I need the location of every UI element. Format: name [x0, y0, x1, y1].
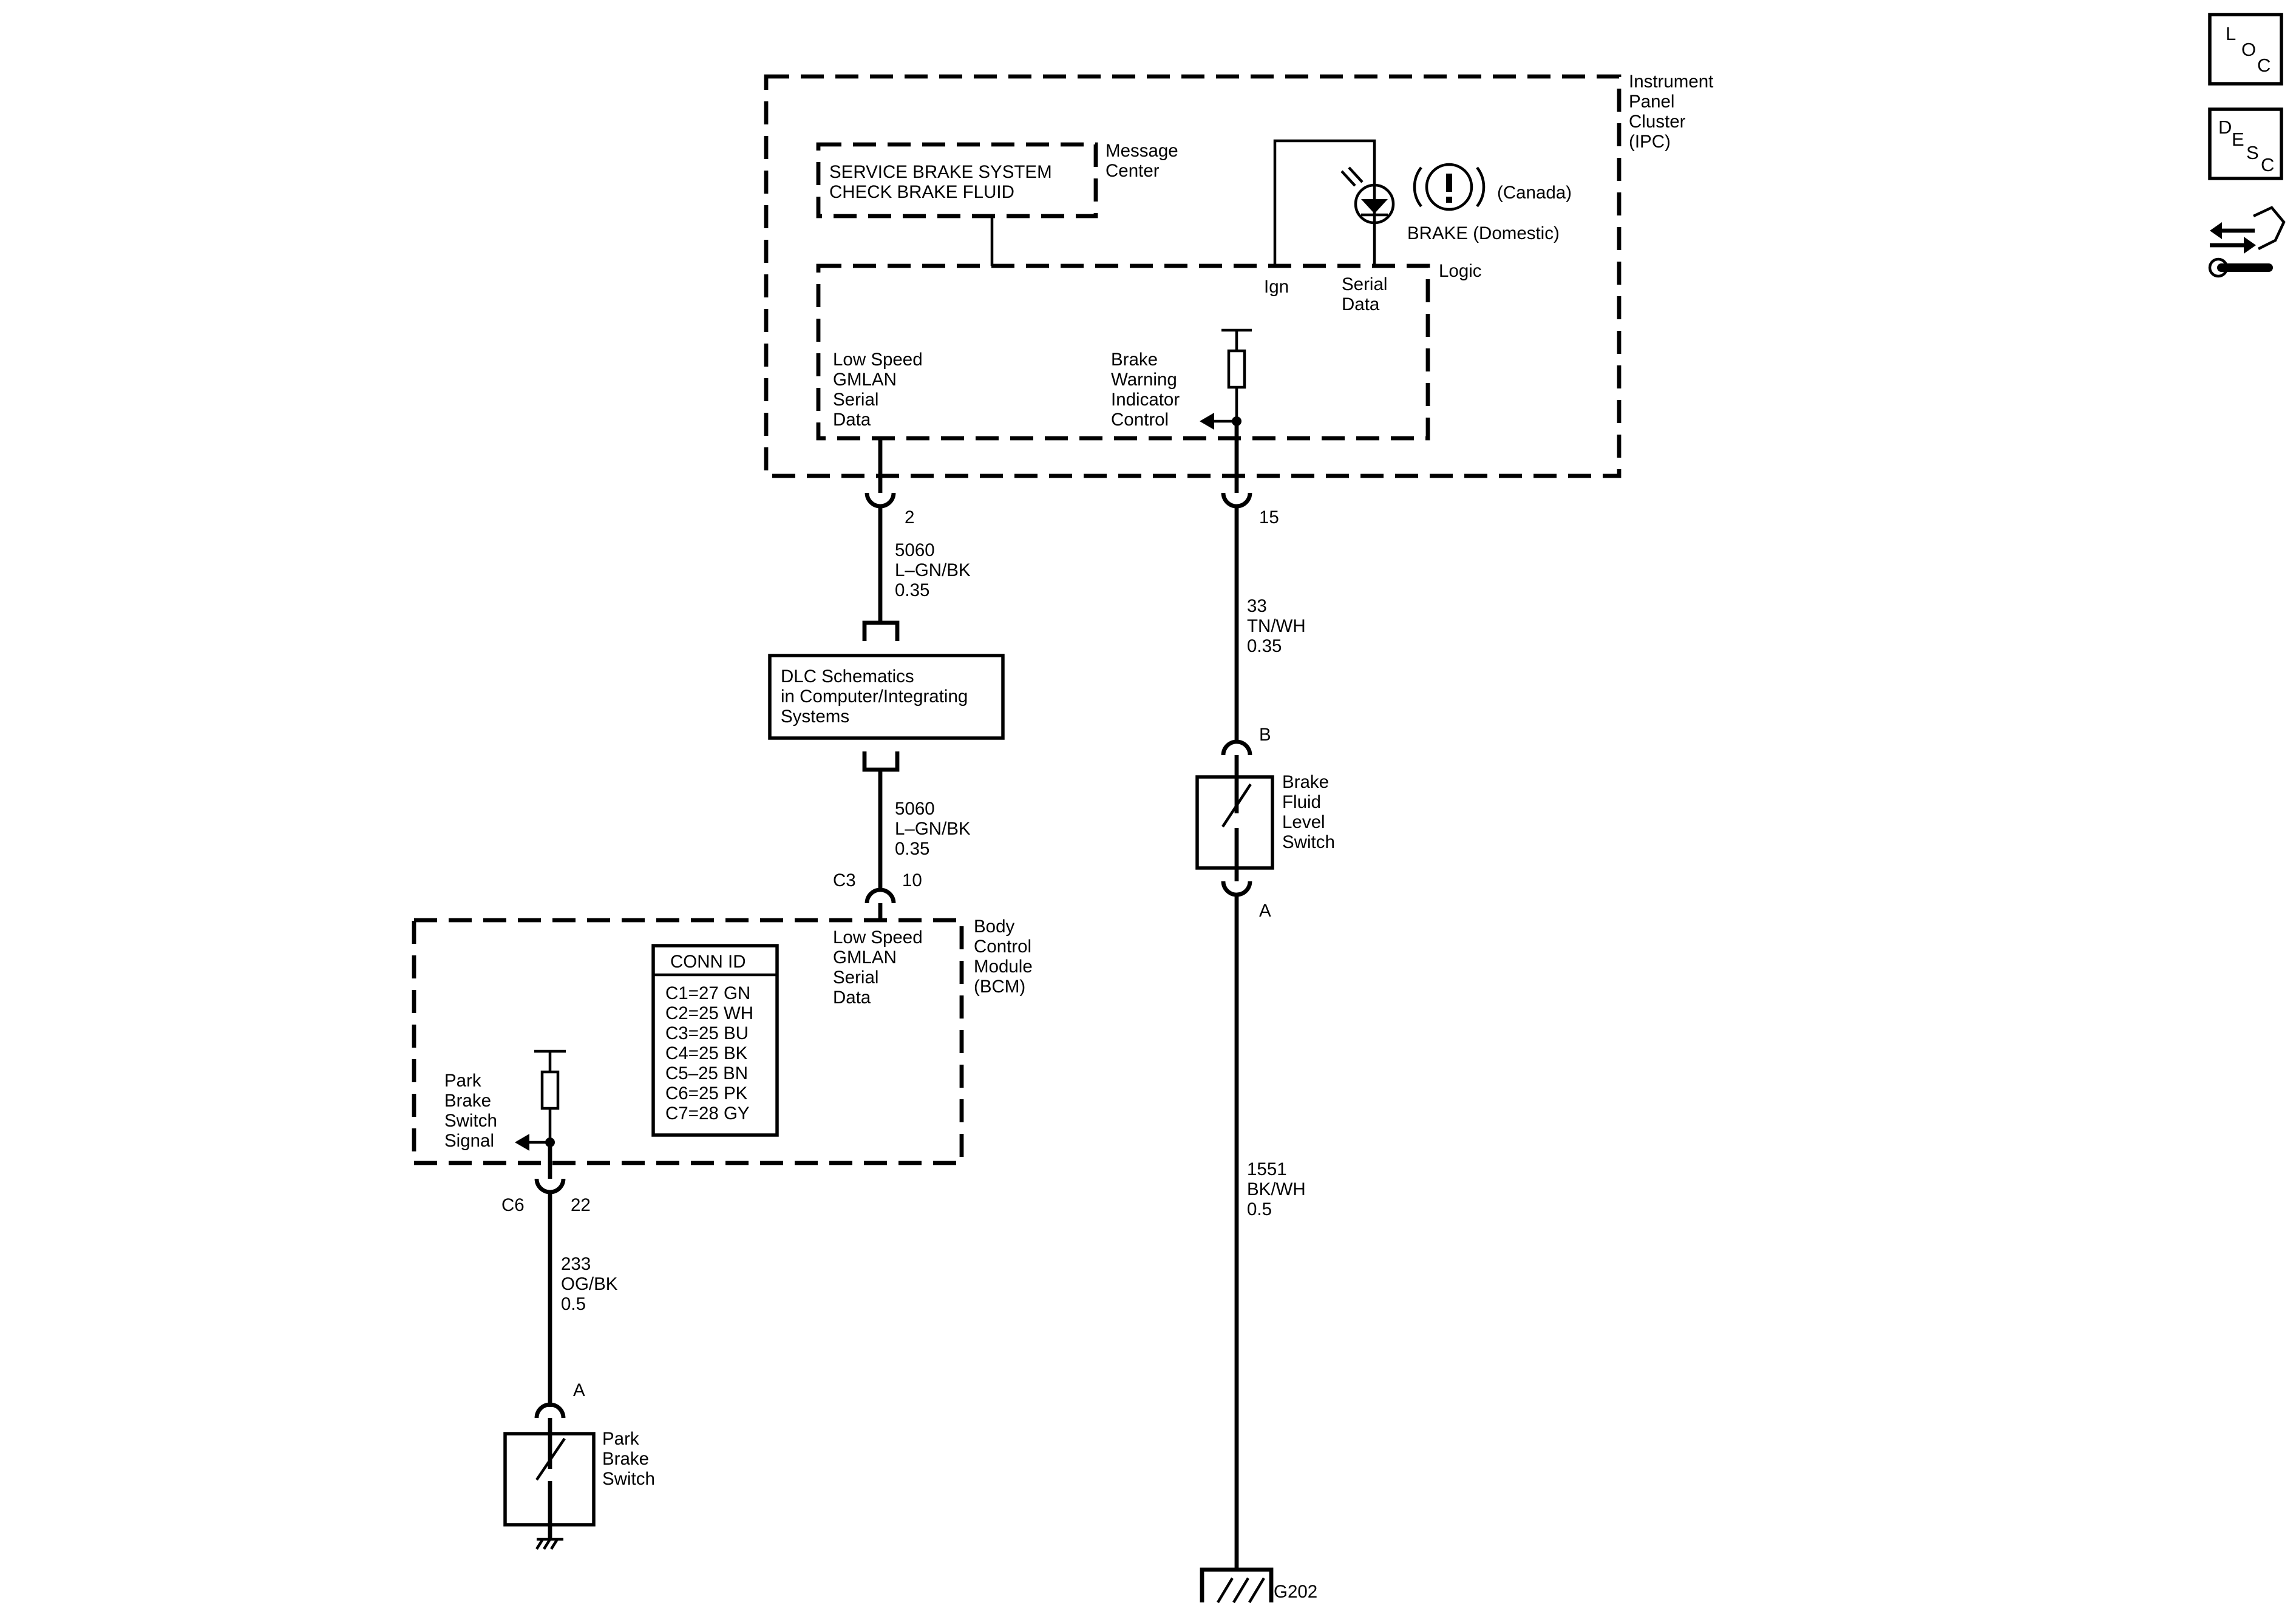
- wire-33-label: 33 TN/WH 0.35: [1247, 596, 1311, 656]
- ipc-title: Instrument Panel Cluster (IPC): [1629, 72, 1719, 152]
- wire-5060-upper-label: 5060 L–GN/BK 0.35: [895, 540, 976, 600]
- message-display-text: SERVICE BRAKE SYSTEM CHECK BRAKE FLUID: [829, 162, 1057, 202]
- park-switch-label: Park Brake Switch: [602, 1429, 655, 1489]
- pullup-resistor-bcm: [515, 1049, 566, 1151]
- dlc-connector-top: [862, 620, 900, 641]
- logic-label: Logic: [1439, 261, 1482, 281]
- brake-warning-symbol-icon: [1413, 163, 1486, 211]
- bcm-outline: [412, 918, 964, 1165]
- message-center-display: [816, 142, 1098, 219]
- led-triangle-icon: [1361, 199, 1388, 214]
- light-rays-icon: [1340, 166, 1364, 187]
- ipc-pin-15: 15: [1221, 421, 1279, 742]
- ipc-pin-2: 2: [864, 438, 914, 623]
- ground-g202-icon: [1200, 1567, 1274, 1604]
- brake-control-label: Brake Warning Indicator Control: [1111, 350, 1184, 430]
- ipc-gmlan-label: Low Speed GMLAN Serial Data: [833, 350, 928, 430]
- loc-icon: L O C: [2226, 23, 2271, 76]
- pin-10-label: 10: [902, 870, 922, 890]
- canada-label: (Canada): [1497, 183, 1572, 203]
- pin-22-label: 22: [571, 1195, 591, 1215]
- brake-lamp-icon: [1354, 183, 1395, 225]
- ground-label: G202: [1274, 1582, 1317, 1602]
- message-center-label: Message Center: [1106, 141, 1183, 181]
- wire-1551-label: 1551 BK/WH 0.5: [1247, 1159, 1311, 1219]
- dlc-label: DLC Schematics in Computer/Integrating S…: [781, 666, 973, 727]
- park-brake-switch: A Park Brake Switch: [503, 1380, 655, 1550]
- logic-outline: [816, 263, 1430, 441]
- ign-label: Ign: [1264, 277, 1289, 297]
- conn-id-table: CONN ID C1=27 GN C2=25 WH C3=25 BU C4=25…: [651, 944, 779, 1137]
- dlc-box: DLC Schematics in Computer/Integrating S…: [768, 654, 1005, 740]
- bcm-gmlan-label: Low Speed GMLAN Serial Data: [833, 927, 928, 1008]
- fluid-switch-label: Brake Fluid Level Switch: [1282, 772, 1335, 852]
- pullup-resistor-ipc: [1200, 328, 1252, 430]
- wire-5060-lower-label: 5060 L–GN/BK 0.35: [895, 799, 976, 859]
- fluid-switch-contact-icon: [1221, 783, 1252, 828]
- bcm-pin-c3-10: C3 10: [833, 870, 922, 920]
- c3-label: C3: [833, 870, 856, 890]
- bcm-title: Body Control Module (BCM): [974, 917, 1038, 997]
- bcm-pin-c6-22: C6 22: [501, 1142, 591, 1407]
- domestic-label: BRAKE (Domestic): [1407, 223, 1560, 243]
- conn-id-rows: C1=27 GN C2=25 WH C3=25 BU C4=25 BK C5–2…: [665, 983, 758, 1124]
- ipc-outline: [764, 74, 1622, 478]
- brake-fluid-level-switch: B A Brake Fluid Level Switch: [1195, 725, 1335, 921]
- desc-button[interactable]: D E S C: [2208, 107, 2283, 180]
- switch-contact-icon: [535, 1437, 566, 1481]
- connector-repair-button[interactable]: [2208, 206, 2286, 278]
- fluid-switch-pin-a: A: [1259, 901, 1271, 921]
- pin-2-label: 2: [905, 507, 914, 527]
- lamp-circuit: [1273, 139, 1376, 266]
- desc-icon: D E S C: [2218, 117, 2274, 175]
- dlc-connector-bottom: [862, 751, 900, 772]
- ipc-module: Instrument Panel Cluster (IPC) SERVICE B…: [764, 72, 1719, 478]
- c6-label: C6: [501, 1195, 525, 1215]
- fluid-switch-pin-b: B: [1259, 725, 1271, 745]
- conn-id-header: CONN ID: [670, 952, 746, 972]
- park-switch-pin-a: A: [573, 1380, 585, 1400]
- case-ground-icon: [535, 1537, 563, 1550]
- serial-data-label: Serial Data: [1342, 274, 1393, 314]
- pin-15-label: 15: [1259, 507, 1279, 527]
- park-signal-label: Park Brake Switch Signal: [444, 1071, 502, 1151]
- bcm-module: Body Control Module (BCM) Low Speed GMLA…: [412, 917, 1038, 1165]
- connector-repair-icon: [2208, 206, 2286, 278]
- wire-233-label: 233 OG/BK 0.5: [561, 1254, 623, 1314]
- loc-button[interactable]: L O C: [2208, 13, 2283, 86]
